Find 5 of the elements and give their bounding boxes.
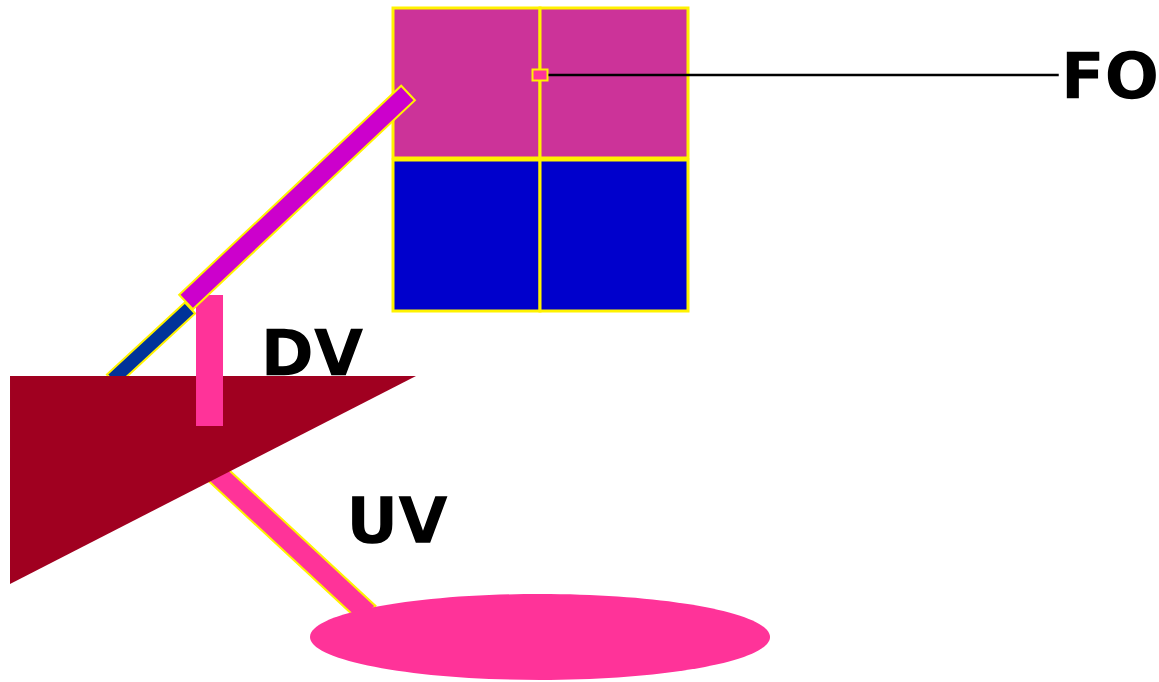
callout-label: FO (1066, 50, 1156, 100)
leader-line (548, 73, 1059, 77)
vessel-label: DV (266, 328, 363, 376)
vessel-label: UV (352, 496, 448, 544)
foramen-box (531, 68, 549, 82)
